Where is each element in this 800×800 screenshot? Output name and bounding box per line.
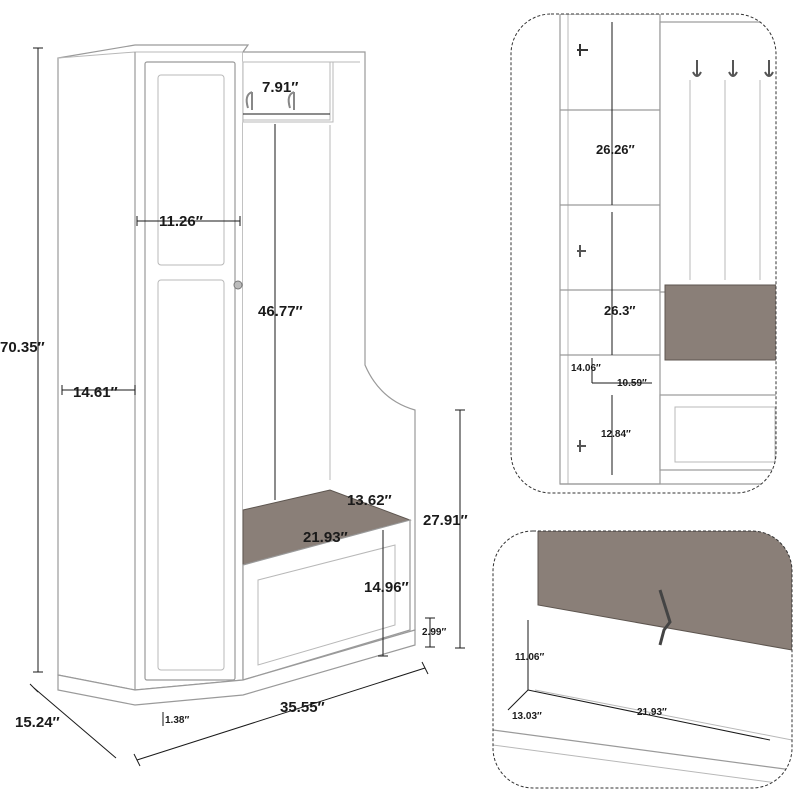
coat-hook-icon xyxy=(287,91,295,110)
seat-lid xyxy=(664,284,776,361)
door-hinge-icon xyxy=(577,44,588,56)
hall-tree-drawing xyxy=(57,44,416,706)
storage-lid xyxy=(537,531,792,651)
label-height: 70.35″ xyxy=(0,339,45,356)
coat-hook-icon xyxy=(728,60,738,77)
coat-hook-icon xyxy=(692,60,702,77)
label-cabinet-inner-width: 11.26″ xyxy=(159,213,203,230)
dimension-lines xyxy=(29,47,465,767)
label-upper-shelf: 26.26″ xyxy=(596,142,635,157)
lid-support-icon xyxy=(658,589,672,646)
label-cabinet-depth: 14.61″ xyxy=(73,384,118,401)
label-lower-shelf: 26.3″ xyxy=(604,303,636,318)
label-hook-spacing: 7.91″ xyxy=(262,79,298,96)
coat-hook-icon xyxy=(245,91,253,110)
door-hinge-icon xyxy=(577,440,586,452)
main-labels: 70.35″ 11.26″ 14.61″ 7.91″ 46.77″ 13.62″… xyxy=(0,79,468,731)
label-storage-depth: 13.03″ xyxy=(512,711,542,722)
door-hinge-icon xyxy=(577,245,586,257)
label-total-depth: 15.24″ xyxy=(15,714,60,731)
label-seat-width: 21.93″ xyxy=(303,529,348,546)
label-toe-kick: 1.38″ xyxy=(165,715,189,726)
label-shelf-width: 10.59″ xyxy=(617,378,647,389)
label-bench-height: 27.91″ xyxy=(423,512,468,529)
detail-storage-view: 11.06″ 13.03″ 21.93″ xyxy=(492,530,793,789)
coat-hook-icon xyxy=(764,60,774,77)
label-storage-width: 21.93″ xyxy=(637,707,667,718)
label-bench-front-height: 14.96″ xyxy=(364,579,409,596)
label-base-height: 2.99″ xyxy=(422,627,446,638)
detail-frame xyxy=(492,530,793,789)
label-shelf-depth: 14.06″ xyxy=(571,363,601,374)
label-seat-depth: 13.62″ xyxy=(347,492,392,509)
label-bottom-shelf: 12.84″ xyxy=(601,429,631,440)
label-back-panel-height: 46.77″ xyxy=(258,303,303,320)
label-storage-height: 11.06″ xyxy=(515,652,544,663)
detail-frame xyxy=(510,13,777,494)
label-total-width: 35.55″ xyxy=(280,699,325,716)
door-knob xyxy=(233,280,243,290)
detail-interior-view: 26.26″ 26.3″ 14.06″ 10.59″ 12.84″ xyxy=(510,13,777,494)
